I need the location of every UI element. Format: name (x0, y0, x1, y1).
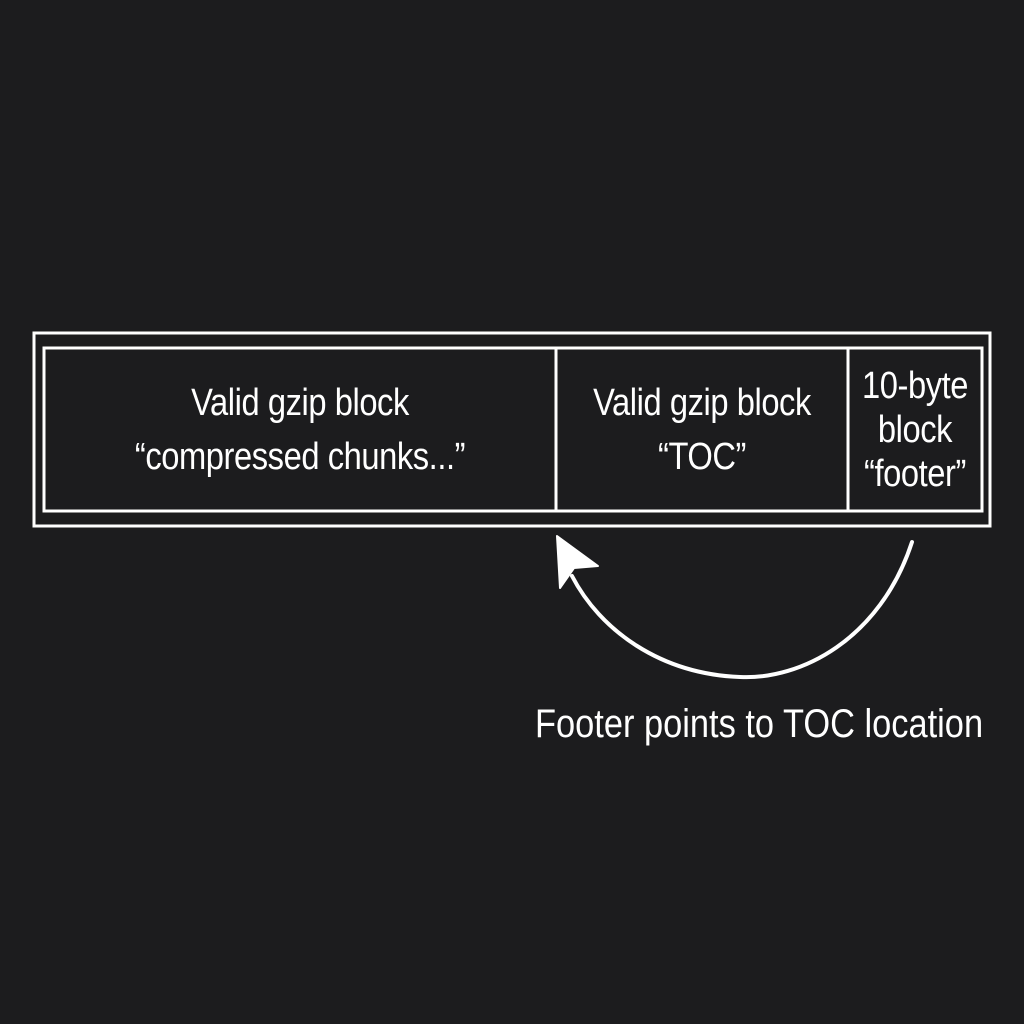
block-footer-line3: “footer” (864, 452, 966, 495)
inner-frame (42, 346, 984, 513)
outer-frame (32, 331, 992, 528)
block-compressed-chunks-title: Valid gzip block (191, 381, 409, 424)
block-toc: Valid gzip block “TOC” (579, 351, 825, 508)
block-toc-title: Valid gzip block (593, 381, 811, 424)
pointer-arrow-curve (570, 540, 914, 680)
block-compressed-chunks: Valid gzip block “compressed chunks...” (82, 351, 517, 508)
block-footer-line2: block (877, 408, 953, 451)
pointer-arrowhead-icon (556, 535, 599, 589)
arrow-caption: Footer points to TOC location (535, 702, 984, 746)
block-footer: 10-byte block “footer” (860, 351, 970, 508)
block-toc-subtitle: “TOC” (657, 435, 747, 478)
block-compressed-chunks-subtitle: “compressed chunks...” (134, 435, 466, 478)
block-footer-line1: 10-byte (862, 364, 968, 407)
